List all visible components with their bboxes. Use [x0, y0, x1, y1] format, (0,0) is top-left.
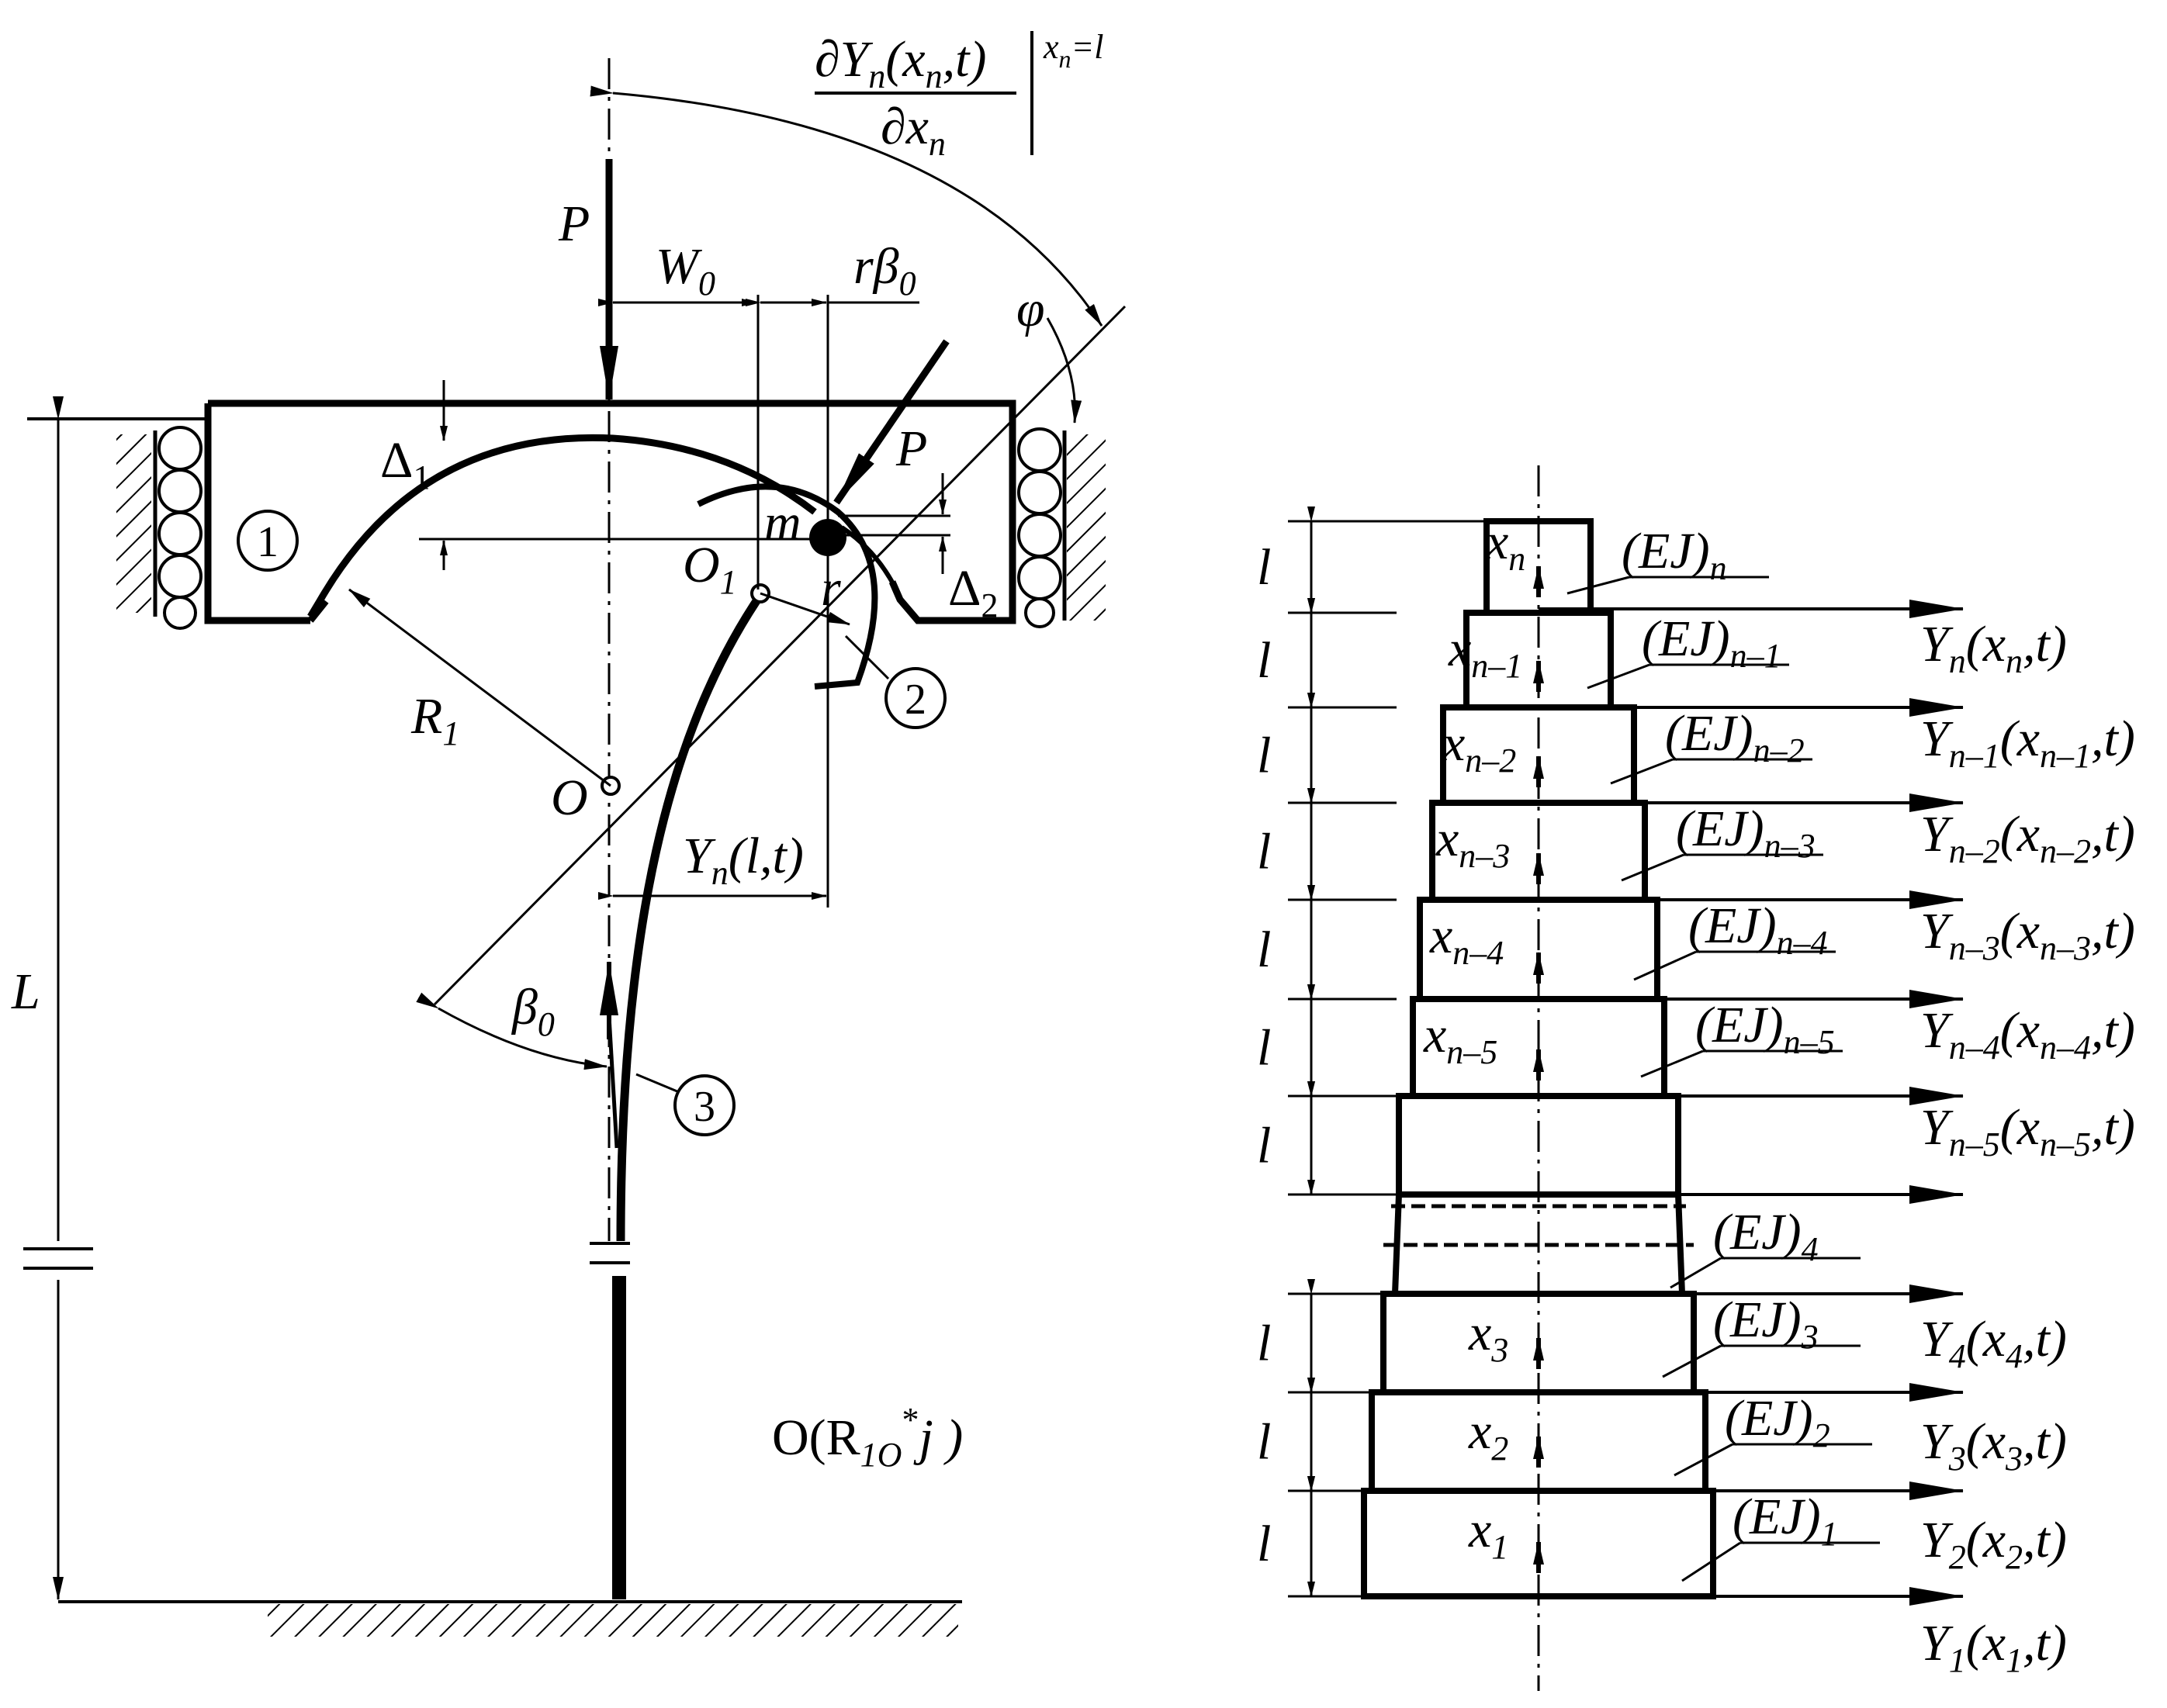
- L-label: L: [11, 963, 40, 1020]
- stepped-column-figure: l xn (EJ)nYn(xn,t) l xn–1 (EJ)n–1Yn–1(xn–1,t)…: [1257, 465, 2135, 1691]
- delta1-label: Δ1: [380, 432, 430, 496]
- ej-label: (EJ)n–1: [1642, 610, 1781, 675]
- beta0-label: β0: [511, 979, 555, 1043]
- Y-label: Yn–1(xn–1,t): [1920, 711, 2135, 775]
- break-side: [1392, 1194, 1402, 1295]
- ground: [58, 1600, 962, 1637]
- R1-label: R1: [410, 688, 459, 752]
- vertical-load-P: P: [558, 159, 618, 400]
- l-label: l: [1257, 824, 1271, 880]
- ej-leader: [1621, 853, 1684, 882]
- body-2-arc: [697, 483, 878, 690]
- deriv-denominator: ∂xn: [881, 99, 946, 163]
- l-label: l: [1257, 1020, 1271, 1077]
- P-inclined-label: P: [895, 420, 927, 477]
- P-top-label: P: [558, 195, 590, 252]
- callout-2: 2: [844, 634, 947, 729]
- ej-label: (EJ)n–2: [1665, 705, 1805, 769]
- Ynlt-label: Yn(l,t): [683, 828, 804, 892]
- x-label: xn–2: [1442, 715, 1516, 780]
- ej-label: (EJ)3: [1713, 1291, 1819, 1356]
- body-1-block: [204, 399, 1016, 624]
- right-wall-support: [1017, 427, 1106, 628]
- callout-3: 3: [635, 1073, 736, 1136]
- l-label: l: [1257, 1316, 1271, 1372]
- ej-leader: [1662, 1344, 1722, 1378]
- delta2-label: Δ2: [948, 560, 998, 624]
- phi-angle: φ: [1016, 281, 1082, 424]
- beta0-angle: β0: [416, 979, 608, 1070]
- ej-leader: [1674, 1443, 1733, 1477]
- ej-leader: [1640, 1049, 1704, 1078]
- svg-text:2: 2: [905, 676, 926, 724]
- l-label: l: [1257, 921, 1271, 978]
- rotated-axis-line: [433, 305, 1127, 1006]
- ej-label: (EJ)2: [1725, 1390, 1830, 1454]
- l-label: l: [1257, 539, 1271, 596]
- rbeta0-label: rβ0: [853, 238, 916, 303]
- l-label: l: [1257, 1516, 1271, 1572]
- l-label: l: [1257, 728, 1271, 784]
- svg-text:3: 3: [694, 1083, 715, 1131]
- delta1-dimension: Δ1: [380, 380, 830, 570]
- x-label: xn: [1485, 513, 1525, 578]
- x-label: x3: [1468, 1305, 1508, 1369]
- l-label: l: [1257, 1414, 1271, 1471]
- Y-label: Yn–3(xn–3,t): [1920, 903, 2135, 967]
- x-label: xn–4: [1429, 908, 1504, 972]
- ej-leader: [1681, 1541, 1741, 1582]
- x-label: xn–5: [1423, 1007, 1497, 1071]
- deriv-numerator: ∂Yn(xn,t): [815, 31, 986, 95]
- ej-leader: [1566, 576, 1630, 595]
- ej-label: (EJ)n: [1622, 523, 1727, 587]
- svg-text:1: 1: [257, 518, 279, 566]
- phi-label: φ: [1016, 281, 1045, 337]
- m-label: m: [764, 494, 801, 551]
- x-label: xn–3: [1435, 811, 1510, 875]
- buckling-column-figure: L P P m: [11, 28, 1127, 1637]
- Y-label: Yn–4(xn–4,t): [1920, 1002, 2135, 1067]
- Y-label: Yn(xn,t): [1920, 616, 2067, 680]
- O-label: O: [551, 769, 588, 826]
- ej-leader: [1587, 663, 1650, 690]
- ej-label: (EJ)1: [1733, 1488, 1838, 1553]
- length-L-dimension: L: [11, 396, 206, 1600]
- callout-1: 1: [237, 510, 299, 572]
- R1-radius: R1: [348, 588, 611, 787]
- l-label: l: [1257, 632, 1271, 689]
- W0-label: W0: [656, 238, 715, 303]
- deriv-evaluation: xn=l: [1043, 28, 1103, 73]
- Y-label: Y4(x4,t): [1920, 1311, 2067, 1375]
- Y-label: Y2(x2,t): [1920, 1512, 2067, 1576]
- ej-label: (EJ)n–5: [1695, 997, 1835, 1061]
- Y-label: Yn–5(xn–5,t): [1920, 1099, 2135, 1163]
- r-radius: r: [760, 560, 850, 626]
- r-label: r: [821, 560, 841, 617]
- ej-leader: [1633, 950, 1697, 981]
- Ynlt-dimension: Yn(l,t): [598, 828, 827, 900]
- ej-leader: [1610, 758, 1674, 785]
- left-wall-support: [116, 426, 203, 630]
- derivative-angle: ∂Yn(xn,t) ∂xn xn=l: [590, 28, 1103, 327]
- break-side: [1675, 1194, 1685, 1295]
- x-label: x1: [1468, 1502, 1508, 1566]
- ej4-label: (EJ)4: [1713, 1204, 1819, 1268]
- delta2-dimension: Δ2: [838, 473, 998, 624]
- inclined-load-P: P: [833, 339, 950, 505]
- ej-label: (EJ)n–4: [1688, 897, 1828, 962]
- O1-label: O1: [683, 537, 737, 601]
- ej-leader: [1670, 1257, 1722, 1289]
- l-label: l: [1257, 1118, 1271, 1174]
- x-label: xn–1: [1448, 621, 1522, 685]
- Y-label: Y3(x3,t): [1920, 1413, 2067, 1478]
- Y-label: Y1(x1,t): [1920, 1615, 2067, 1679]
- x-label: x2: [1468, 1403, 1508, 1468]
- ej-label: (EJ)n–3: [1676, 800, 1816, 865]
- bottom-note: O(R1O*j ): [772, 1401, 963, 1474]
- Y-label: Yn–2(xn–2,t): [1920, 806, 2135, 870]
